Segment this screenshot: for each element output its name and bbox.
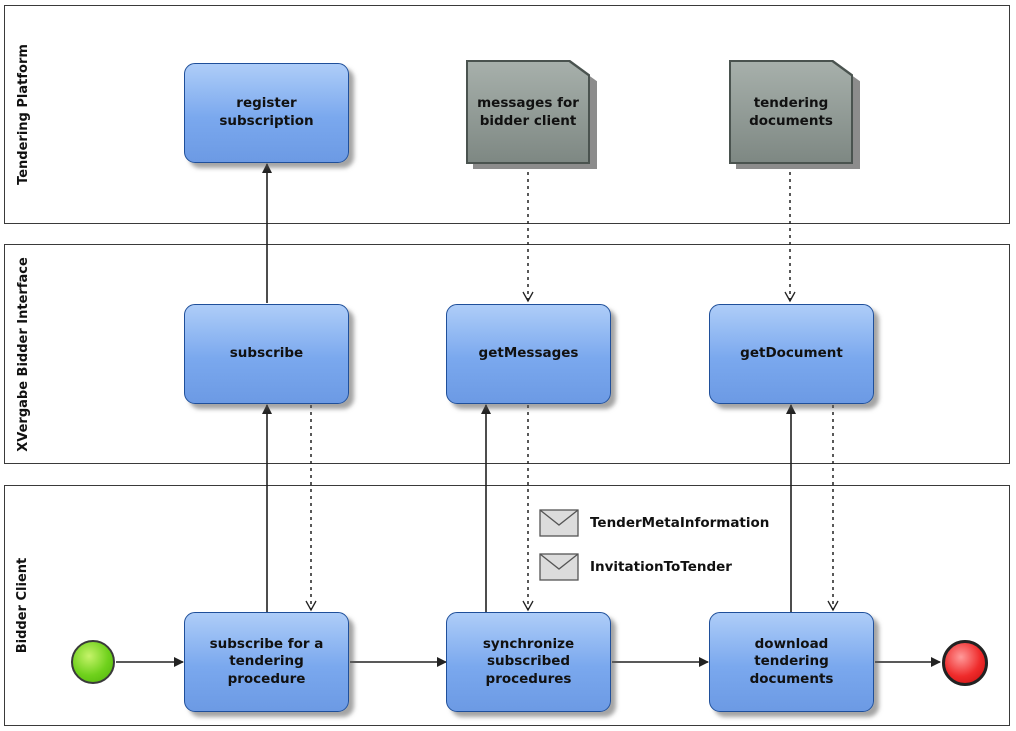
task-subscribe[interactable]: subscribe: [184, 304, 349, 404]
document-label: messages for bidder client: [477, 94, 579, 129]
task-label: download tendering documents: [749, 635, 834, 687]
start-event-icon[interactable]: [71, 640, 115, 684]
document-tendering[interactable]: tendering documents: [731, 62, 851, 162]
task-register-subscription[interactable]: register subscription: [184, 63, 349, 163]
end-event-icon[interactable]: [942, 640, 988, 686]
document-label: tendering documents: [749, 94, 833, 129]
task-label: register subscription: [219, 95, 314, 129]
envelope-icon: [539, 553, 579, 581]
task-get-messages[interactable]: getMessages: [446, 304, 611, 404]
task-label: getMessages: [478, 345, 579, 362]
task-subscribe-procedure[interactable]: subscribe for a tendering procedure: [184, 612, 349, 712]
message-label-tender-meta: TenderMetaInformation: [590, 515, 770, 531]
task-label: synchronize subscribed procedures: [482, 635, 575, 687]
task-get-document[interactable]: getDocument: [709, 304, 874, 404]
envelope-icon: [539, 509, 579, 537]
task-label: subscribe: [229, 345, 304, 362]
task-label: subscribe for a tendering procedure: [209, 635, 324, 687]
task-download[interactable]: download tendering documents: [709, 612, 874, 712]
task-label: getDocument: [740, 345, 843, 362]
message-label-invitation: InvitationToTender: [590, 559, 732, 575]
task-synchronize[interactable]: synchronize subscribed procedures: [446, 612, 611, 712]
document-messages[interactable]: messages for bidder client: [468, 62, 588, 162]
